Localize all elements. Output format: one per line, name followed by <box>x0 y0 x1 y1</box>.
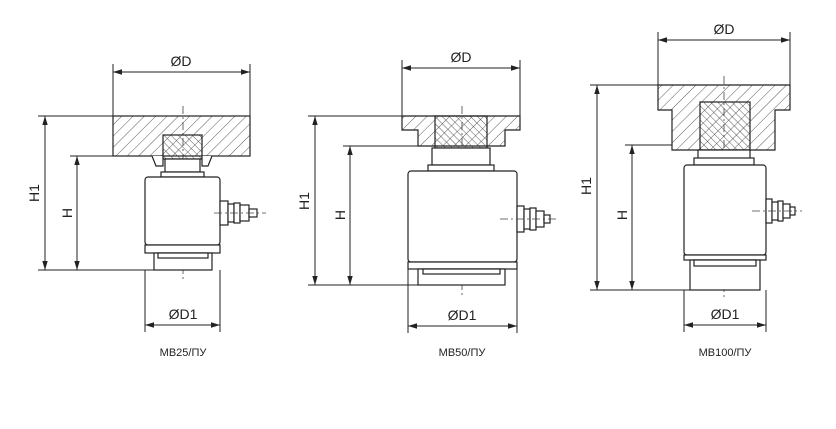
stud-collar <box>693 157 755 166</box>
drawing-mb50: ØD H1 H ØD1 MB50/ПУ <box>296 49 558 359</box>
body-band <box>683 254 767 261</box>
base-lip <box>422 268 501 275</box>
insert <box>162 134 203 160</box>
dim-label-d1: ØD1 <box>711 306 740 322</box>
dim-label-d1: ØD1 <box>448 307 477 323</box>
body <box>144 176 221 246</box>
insert <box>434 115 488 149</box>
dim-label-h1: H1 <box>296 192 312 210</box>
dim-label-d: ØD <box>714 21 735 37</box>
base-lip <box>693 259 757 267</box>
dim-label-d: ØD <box>171 53 192 69</box>
dim-label-h: H <box>332 210 348 220</box>
body-band <box>407 261 518 270</box>
model-label: MB100/ПУ <box>699 347 753 359</box>
insert <box>699 101 751 151</box>
dim-label-h1: H1 <box>26 184 42 202</box>
stud <box>164 158 201 173</box>
stud-collar <box>427 164 495 172</box>
body <box>683 164 767 256</box>
body-band <box>144 244 221 254</box>
dim-label-h1: H1 <box>578 177 594 195</box>
dim-label-h: H <box>614 210 630 220</box>
model-label: MB50/ПУ <box>439 347 487 359</box>
connector <box>752 198 802 224</box>
dim-label-d: ØD <box>451 49 472 65</box>
drawing-mb100: ØD H1 H ØD1 MB100/ПУ <box>578 21 802 359</box>
body <box>407 170 518 263</box>
stud-collar <box>160 171 205 178</box>
connector <box>214 200 266 226</box>
model-label: MB25/ПУ <box>160 347 208 359</box>
dim-label-d1: ØD1 <box>169 306 198 322</box>
dim-label-h: H <box>59 208 75 218</box>
base-lip <box>157 252 209 259</box>
stud <box>431 147 491 166</box>
plate-lugs <box>151 155 213 167</box>
drawing-mb25: ØD H1 H ØD1 MB25/ПУ <box>26 53 266 359</box>
connector <box>500 205 558 233</box>
